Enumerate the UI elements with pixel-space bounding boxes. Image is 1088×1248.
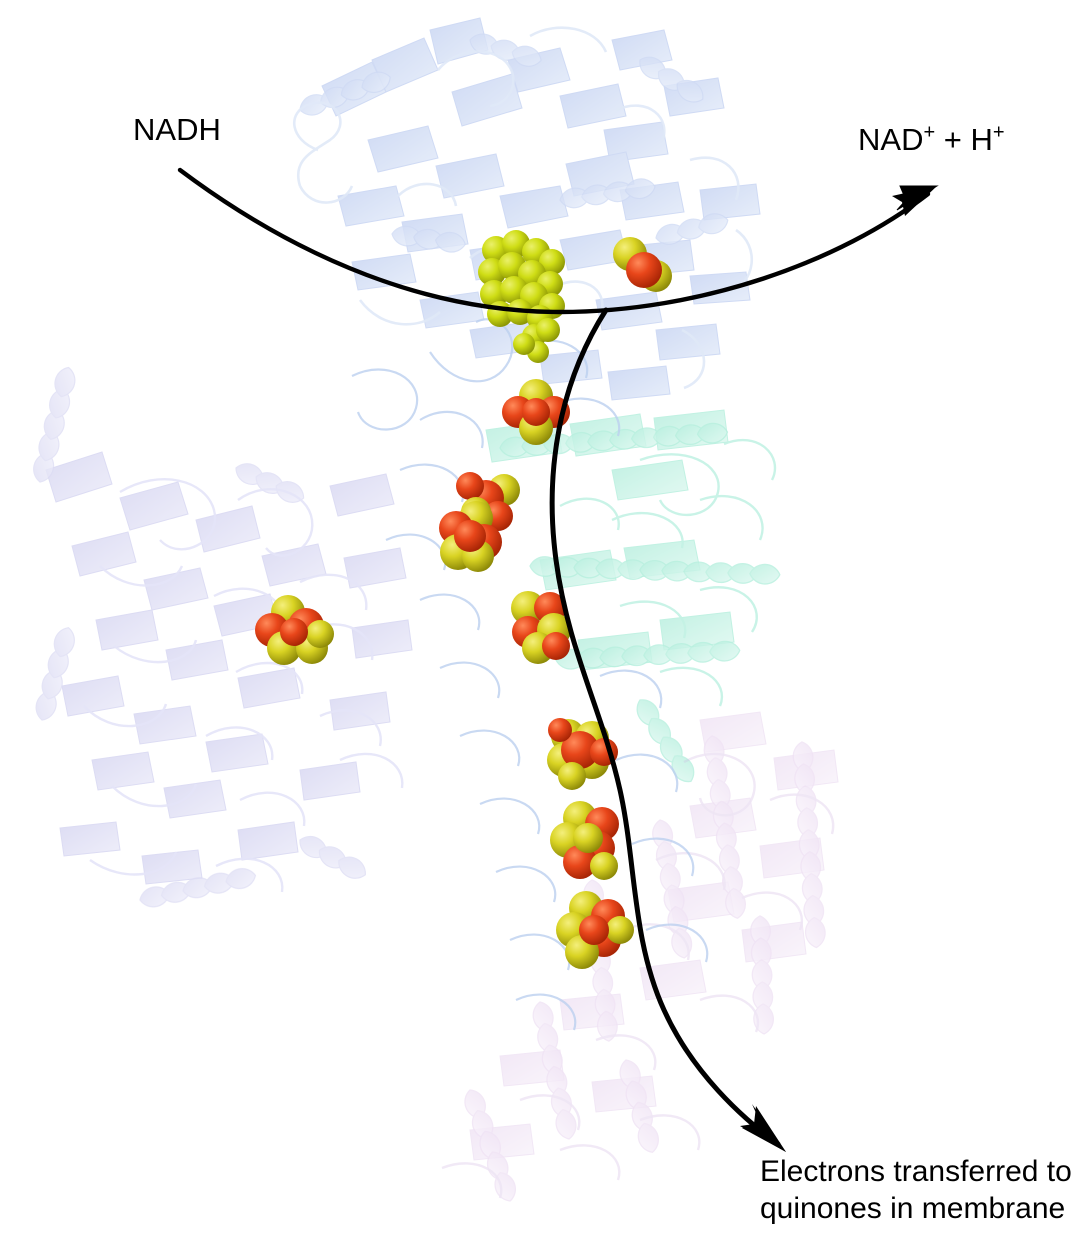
iron-sulfur-cluster-n3-small [613, 237, 672, 292]
iron-sulfur-cluster-n6b [547, 718, 618, 790]
annotation-arrows [177, 167, 939, 1152]
label-nadh: NADH [133, 112, 221, 147]
iron-sulfur-cluster-n5-lower [439, 501, 502, 572]
label-electrons-transferred: Electrons transferred to quinones in mem… [760, 1154, 1072, 1227]
label-h-superscript: + [992, 121, 1005, 144]
iron-sulfur-cluster-n1a-offpath [255, 595, 334, 665]
domain-q-module-green [485, 409, 781, 788]
nadh-input-arrow [177, 167, 939, 315]
domain-membrane-arm-purple [441, 711, 839, 1205]
domain-n-module-upper [293, 17, 761, 401]
label-nad-superscript: + [923, 121, 936, 144]
electron-path-arrow [549, 307, 786, 1152]
iron-sulfur-cluster-n6a [511, 591, 571, 664]
iron-sulfur-cluster-n2-lower [556, 891, 634, 969]
label-plus-h-text: + H [935, 122, 993, 157]
fmn-cofactor [478, 230, 565, 363]
label-nad-plus-h-plus: NAD+ + H+ [858, 122, 1005, 158]
domain-left-lobe [29, 364, 413, 911]
label-nad-text: NAD [858, 122, 924, 157]
label-electrons-line1: Electrons transferred to [760, 1155, 1072, 1188]
label-electrons-line2: quinones in membrane [760, 1191, 1066, 1225]
iron-sulfur-cluster-n2-upper [550, 801, 619, 880]
